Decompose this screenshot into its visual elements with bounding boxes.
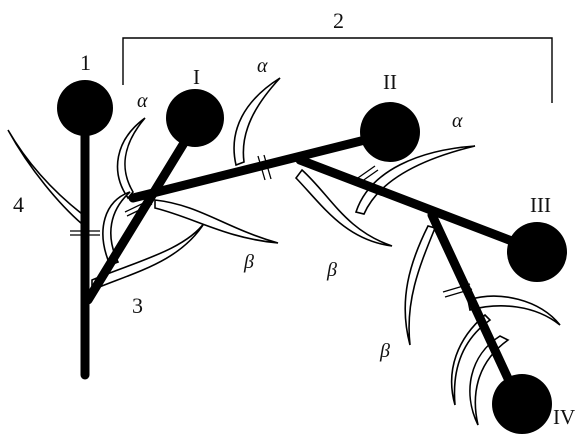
node-i bbox=[166, 89, 224, 147]
label-beta-3: β bbox=[379, 340, 390, 362]
node-iv bbox=[492, 374, 552, 434]
leaf-alpha-1 bbox=[116, 117, 146, 200]
label-I: I bbox=[193, 65, 200, 89]
leaf-iv-2 bbox=[450, 313, 492, 406]
label-III: III bbox=[530, 193, 551, 217]
label-alpha-1: α bbox=[137, 90, 148, 112]
leaf-beta-2 bbox=[294, 168, 393, 247]
label-beta-1: β bbox=[243, 251, 254, 273]
leaf-beta-3 bbox=[404, 225, 437, 346]
node-iii bbox=[507, 222, 567, 282]
label-4: 4 bbox=[13, 192, 24, 217]
branch-i bbox=[83, 120, 200, 305]
hatch-marks bbox=[70, 154, 473, 298]
leaf-alpha-2 bbox=[233, 77, 281, 167]
leaf-main-left bbox=[7, 129, 83, 226]
label-alpha-2: α bbox=[257, 55, 268, 77]
leaf-iv-1 bbox=[467, 295, 561, 326]
branch-ii bbox=[128, 130, 390, 203]
node-1 bbox=[57, 80, 113, 136]
label-alpha-3: α bbox=[452, 110, 463, 132]
leaf-iv-3 bbox=[469, 335, 510, 426]
label-II: II bbox=[383, 70, 397, 94]
branch-iv bbox=[427, 210, 523, 405]
label-beta-2: β bbox=[326, 259, 337, 281]
branch-iii bbox=[295, 155, 535, 253]
node-ii bbox=[360, 102, 420, 162]
label-3: 3 bbox=[132, 293, 143, 318]
leaf-beta-1 bbox=[154, 199, 279, 244]
label-1: 1 bbox=[80, 50, 91, 75]
bracket bbox=[122, 37, 553, 103]
label-IV: IV bbox=[553, 405, 575, 429]
leaf-alpha-1b bbox=[102, 191, 131, 267]
label-2: 2 bbox=[333, 8, 344, 33]
